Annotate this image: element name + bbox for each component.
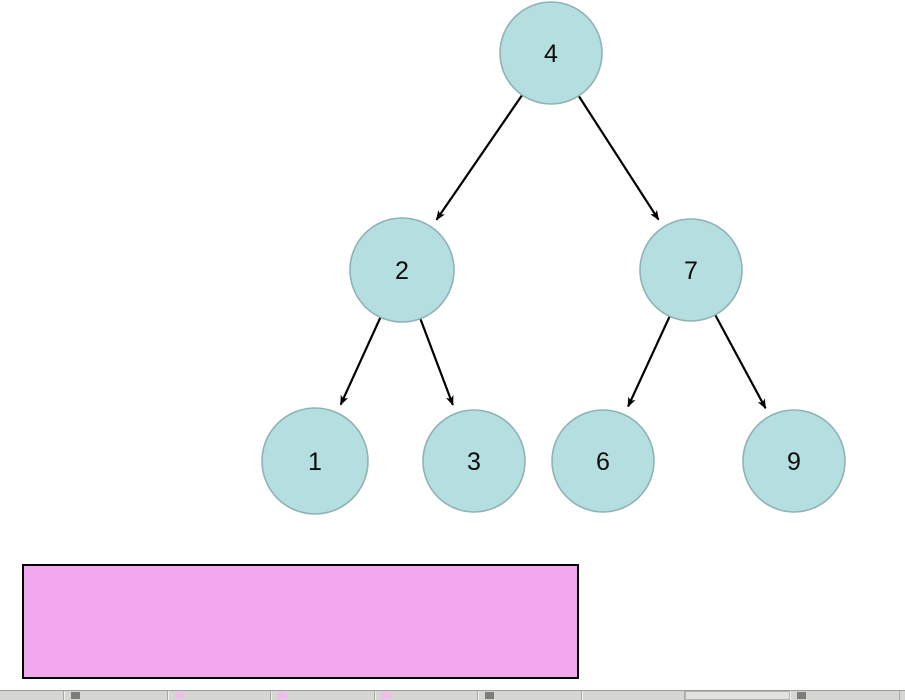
taskbar-item-task2[interactable]	[168, 691, 271, 700]
tree-node[interactable]: 2	[349, 217, 455, 323]
tree-node[interactable]: 3	[422, 409, 526, 513]
tree-node-circle[interactable]	[261, 407, 369, 515]
tree-node-circle[interactable]	[422, 409, 526, 513]
tree-node[interactable]: 6	[551, 409, 655, 513]
taskbar-item-task6[interactable]	[582, 691, 685, 700]
taskbar-item-icon	[485, 692, 494, 699]
taskbar-item-task3[interactable]	[271, 691, 375, 700]
tree-node-circle[interactable]	[349, 217, 455, 323]
tree-node-label: 1	[308, 448, 322, 476]
taskbar-item-task4[interactable]	[375, 691, 478, 700]
taskbar-item-icon	[382, 692, 391, 699]
tree-edge	[627, 314, 672, 408]
tree-node-circle[interactable]	[499, 1, 603, 105]
taskbar-item-tray[interactable]	[790, 691, 900, 700]
taskbar-spacer	[900, 691, 905, 700]
taskbar-item-icon	[175, 692, 184, 699]
tree-node[interactable]: 7	[639, 218, 743, 322]
taskbar-item-icon	[71, 692, 80, 699]
taskbar-item-task1[interactable]	[64, 691, 168, 700]
taskbar-item-start[interactable]	[0, 691, 64, 700]
tree-node-label: 6	[596, 448, 610, 476]
taskbar-item-icon	[278, 692, 287, 699]
pink-rectangle[interactable]	[22, 564, 579, 679]
tree-nodes-layer: 4 2 7 1 3 6 9	[261, 1, 846, 515]
tree-node-label: 9	[787, 448, 801, 476]
taskbar-item-icon	[797, 692, 806, 699]
tree-node-label: 7	[684, 257, 698, 285]
tree-edge	[435, 93, 524, 221]
tree-node-circle[interactable]	[742, 409, 846, 513]
tree-node[interactable]: 9	[742, 409, 846, 513]
tree-edge	[577, 94, 660, 221]
tree-node-label: 2	[395, 257, 409, 285]
taskbar[interactable]	[0, 690, 905, 700]
tree-node-circle[interactable]	[639, 218, 743, 322]
tree-edge	[713, 313, 767, 410]
taskbar-item-task7[interactable]	[685, 691, 790, 700]
tree-node[interactable]: 4	[499, 1, 603, 105]
tree-node-label: 4	[544, 40, 558, 68]
tree-node[interactable]: 1	[261, 407, 369, 515]
binary-tree-graphic: 4 2 7 1 3 6 9	[261, 1, 846, 515]
tree-edges-layer	[339, 93, 767, 410]
tree-node-label: 3	[467, 448, 481, 476]
tree-node-circle[interactable]	[551, 409, 655, 513]
tree-edge	[339, 315, 382, 406]
tree-edge	[418, 317, 454, 406]
taskbar-item-task5[interactable]	[478, 691, 582, 700]
